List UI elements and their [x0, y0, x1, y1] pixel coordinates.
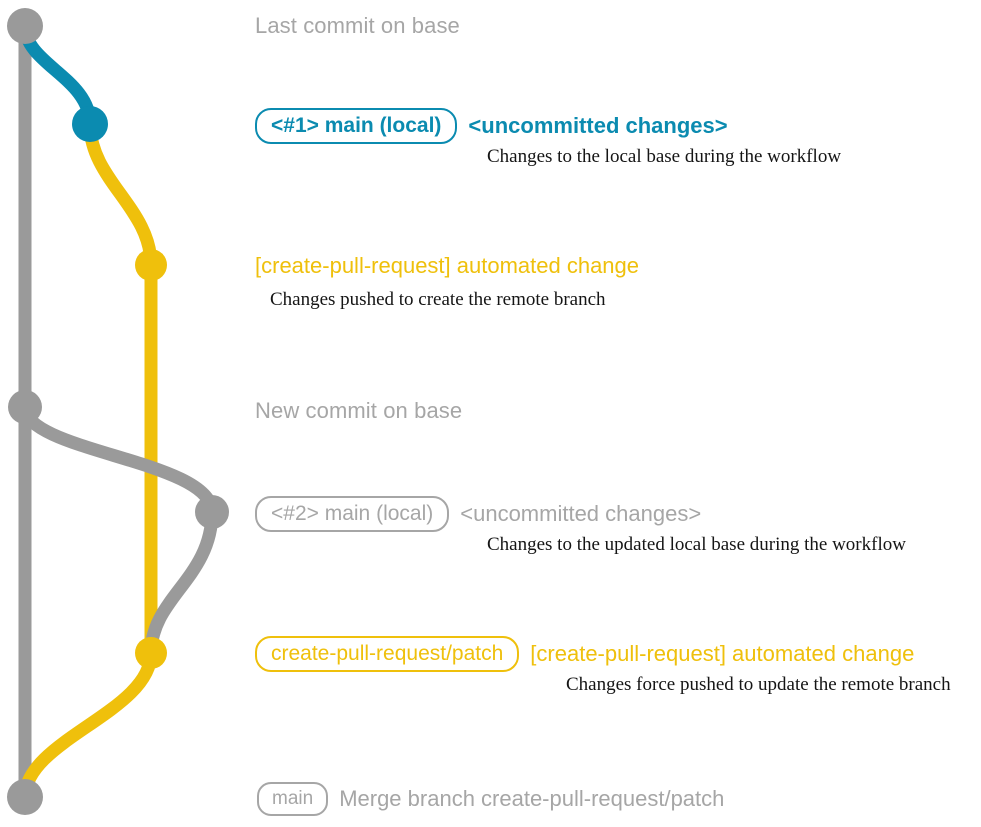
edge-local1-to-patch1 — [83, 117, 158, 272]
commit-row-last-commit-on-base: Last commit on base — [255, 13, 460, 39]
commit-subject-local-1: <uncommitted changes> — [468, 113, 728, 138]
commit-subject-new-commit-on-base: New commit on base — [255, 398, 463, 423]
commit-note-local-1: Changes to the local base during the wor… — [487, 146, 842, 167]
commit-row-new-commit-on-base: New commit on base — [255, 398, 462, 424]
commit-node-local-2[interactable] — [195, 495, 229, 529]
commit-subject-merge: Merge branch create-pull-request/patch — [339, 786, 725, 811]
commit-headline: main Merge branch create-pull-request/pa… — [257, 782, 724, 816]
commit-node-automated-change-2[interactable] — [135, 637, 167, 669]
commit-row-automated-change-1: [create-pull-request] automated change — [255, 253, 639, 279]
commit-note-local-2: Changes to the updated local base during… — [487, 534, 906, 555]
commit-subject-last-commit-on-base: Last commit on base — [255, 13, 460, 38]
commit-subject-automated-change-2: [create-pull-request] automated change — [530, 641, 915, 666]
commit-headline: <#1> main (local) <uncommitted changes> — [255, 108, 728, 144]
commit-headline: <#2> main (local) <uncommitted changes> — [255, 496, 701, 532]
commit-node-automated-change-1[interactable] — [135, 249, 167, 281]
commit-note-automated-change-1: Changes pushed to create the remote bran… — [270, 289, 606, 310]
edge-base2-to-local2 — [18, 400, 219, 519]
commit-subject-local-2: <uncommitted changes> — [460, 501, 702, 526]
commit-headline: [create-pull-request] automated change — [255, 253, 639, 279]
branch-badge-main[interactable]: main — [257, 782, 329, 816]
branch-badge-local-2[interactable]: <#2> main (local) — [255, 496, 450, 532]
commit-node-last-commit-on-base[interactable] — [7, 8, 43, 44]
commit-row-local-1: <#1> main (local) <uncommitted changes> — [255, 108, 728, 144]
commit-row-merge: main Merge branch create-pull-request/pa… — [257, 782, 724, 816]
branch-badge-local-1[interactable]: <#1> main (local) — [255, 108, 458, 144]
branch-badge-create-pull-request-patch[interactable]: create-pull-request/patch — [255, 636, 520, 672]
commit-graph — [7, 8, 229, 815]
commit-subject-automated-change-1: [create-pull-request] automated change — [255, 253, 640, 278]
commit-row-automated-change-2: create-pull-request/patch [create-pull-r… — [255, 636, 914, 672]
commit-headline: create-pull-request/patch [create-pull-r… — [255, 636, 914, 672]
commit-node-new-commit-on-base[interactable] — [8, 390, 42, 424]
commit-note-automated-change-2: Changes force pushed to update the remot… — [566, 674, 951, 695]
commit-headline: New commit on base — [255, 398, 462, 424]
edge-patch2-to-merge — [18, 646, 158, 804]
commit-headline: Last commit on base — [255, 13, 460, 39]
commit-node-local-1[interactable] — [72, 106, 108, 142]
commit-node-merge[interactable] — [7, 779, 43, 815]
edge-local2-to-patch2 — [144, 505, 219, 660]
commit-row-local-2: <#2> main (local) <uncommitted changes> — [255, 496, 701, 532]
